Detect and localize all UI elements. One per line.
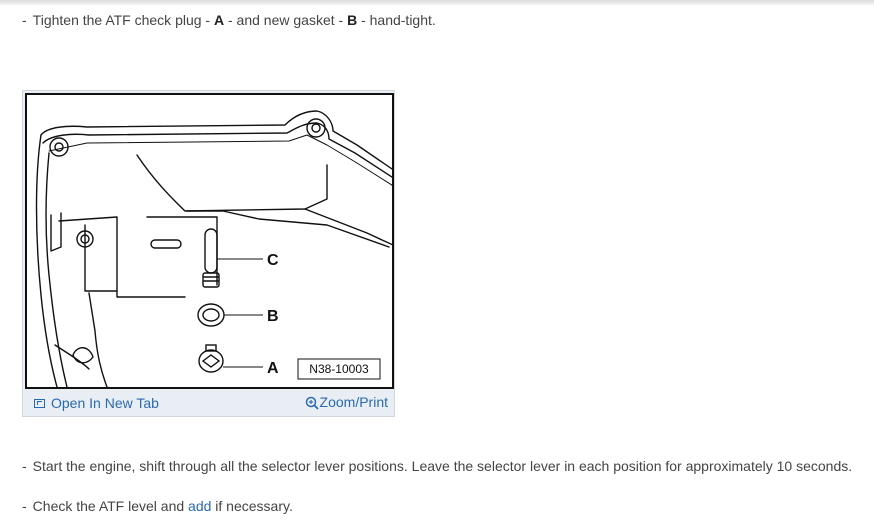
- step-check-atf: -Check the ATF level and add if necessar…: [22, 498, 293, 514]
- step-text: Start the engine, shift through all the …: [32, 458, 853, 474]
- callout-b: B: [267, 308, 279, 325]
- step-dash: -: [22, 458, 27, 474]
- add-link[interactable]: add: [188, 498, 212, 514]
- step-text-part: - and new gasket -: [224, 12, 348, 28]
- open-tab-label: Open In New Tab: [51, 395, 159, 411]
- callout-a: A: [267, 360, 279, 377]
- top-bar: [0, 0, 874, 5]
- step-tighten-plug: -Tighten the ATF check plug - A - and ne…: [22, 12, 436, 28]
- zoom-print-link[interactable]: Zoom/Print: [305, 394, 388, 410]
- figure-footer: Open In New Tab Zoom/Print: [23, 389, 394, 416]
- exploded-parts: [197, 228, 263, 373]
- zoom-label: Zoom/Print: [319, 394, 388, 410]
- zoom-icon: [305, 396, 319, 410]
- transmission-diagram: C B A N38-10003: [35, 110, 392, 387]
- figure-image[interactable]: C B A N38-10003: [25, 93, 394, 389]
- open-in-new-tab-link[interactable]: Open In New Tab: [34, 395, 159, 411]
- step-bold-a: A: [213, 12, 225, 28]
- figure-container: C B A N38-10003 Open In New Tab Zoom/Pri…: [22, 90, 395, 417]
- callout-c: C: [267, 252, 279, 269]
- step-bold-b: B: [347, 12, 358, 28]
- step-text-part: if necessary.: [211, 498, 293, 514]
- step-text-part: Tighten the ATF check plug -: [32, 12, 214, 28]
- step-dash: -: [22, 498, 27, 514]
- figure-id: N38-10003: [309, 362, 369, 376]
- step-text-part: - hand-tight.: [357, 12, 436, 28]
- step-text-part: Check the ATF level and: [32, 498, 189, 514]
- housing-outline: [35, 110, 392, 387]
- figure-id-box: [297, 358, 381, 380]
- step-shift-positions: -Start the engine, shift through all the…: [22, 458, 852, 474]
- open-tab-icon: [34, 399, 45, 408]
- step-dash: -: [22, 12, 27, 28]
